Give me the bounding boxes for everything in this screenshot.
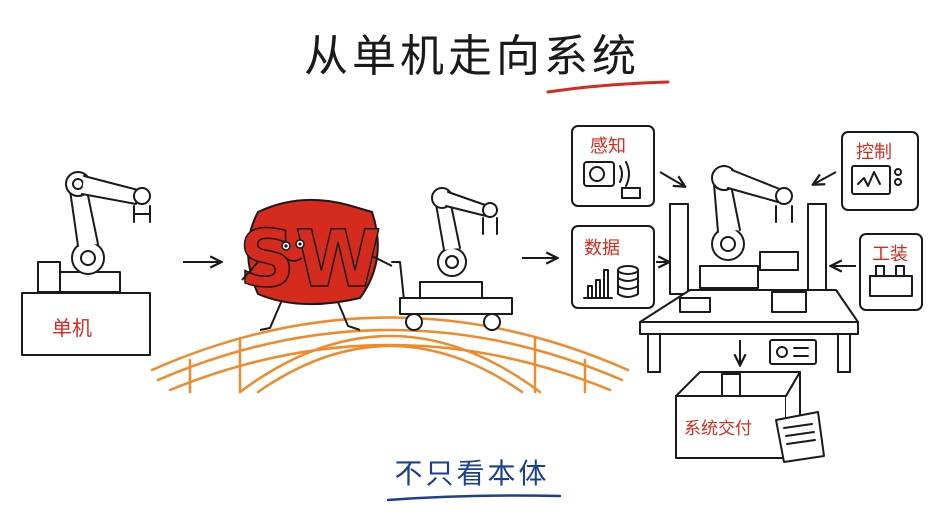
robot-arm-icon (699, 165, 793, 289)
chart-icon (583, 269, 613, 299)
system-delivery-label: 系统交付 (684, 419, 752, 439)
arrow-icon (659, 171, 684, 186)
database-icon (617, 265, 639, 298)
sw-logo-text: SW (239, 215, 381, 305)
standalone-robot-group (21, 171, 151, 356)
robot-arm-icon (431, 187, 498, 277)
robot-arm-icon (65, 171, 151, 275)
controller-icon (769, 339, 817, 365)
standalone-box (21, 292, 151, 356)
arrow-icon (814, 171, 837, 184)
monitor-icon (851, 165, 902, 195)
subtitle: 不只看本体 (394, 457, 550, 490)
control-label: 控制 (856, 142, 892, 163)
title-underline (546, 80, 670, 94)
box-icon (675, 371, 801, 459)
camera-icon (583, 161, 641, 199)
perception-label: 感知 (590, 136, 626, 157)
fixture-label: 工装 (872, 244, 908, 265)
fixture-icon (869, 265, 913, 297)
page-title: 从单机走向系统 (304, 31, 640, 82)
robot-cart (391, 187, 513, 331)
document-icon (775, 411, 825, 463)
data-label: 数据 (584, 238, 620, 259)
sw-mascot: SW (238, 198, 393, 331)
bridge (150, 316, 630, 394)
standalone-label: 单机 (52, 316, 92, 340)
subtitle-underline (386, 494, 562, 502)
